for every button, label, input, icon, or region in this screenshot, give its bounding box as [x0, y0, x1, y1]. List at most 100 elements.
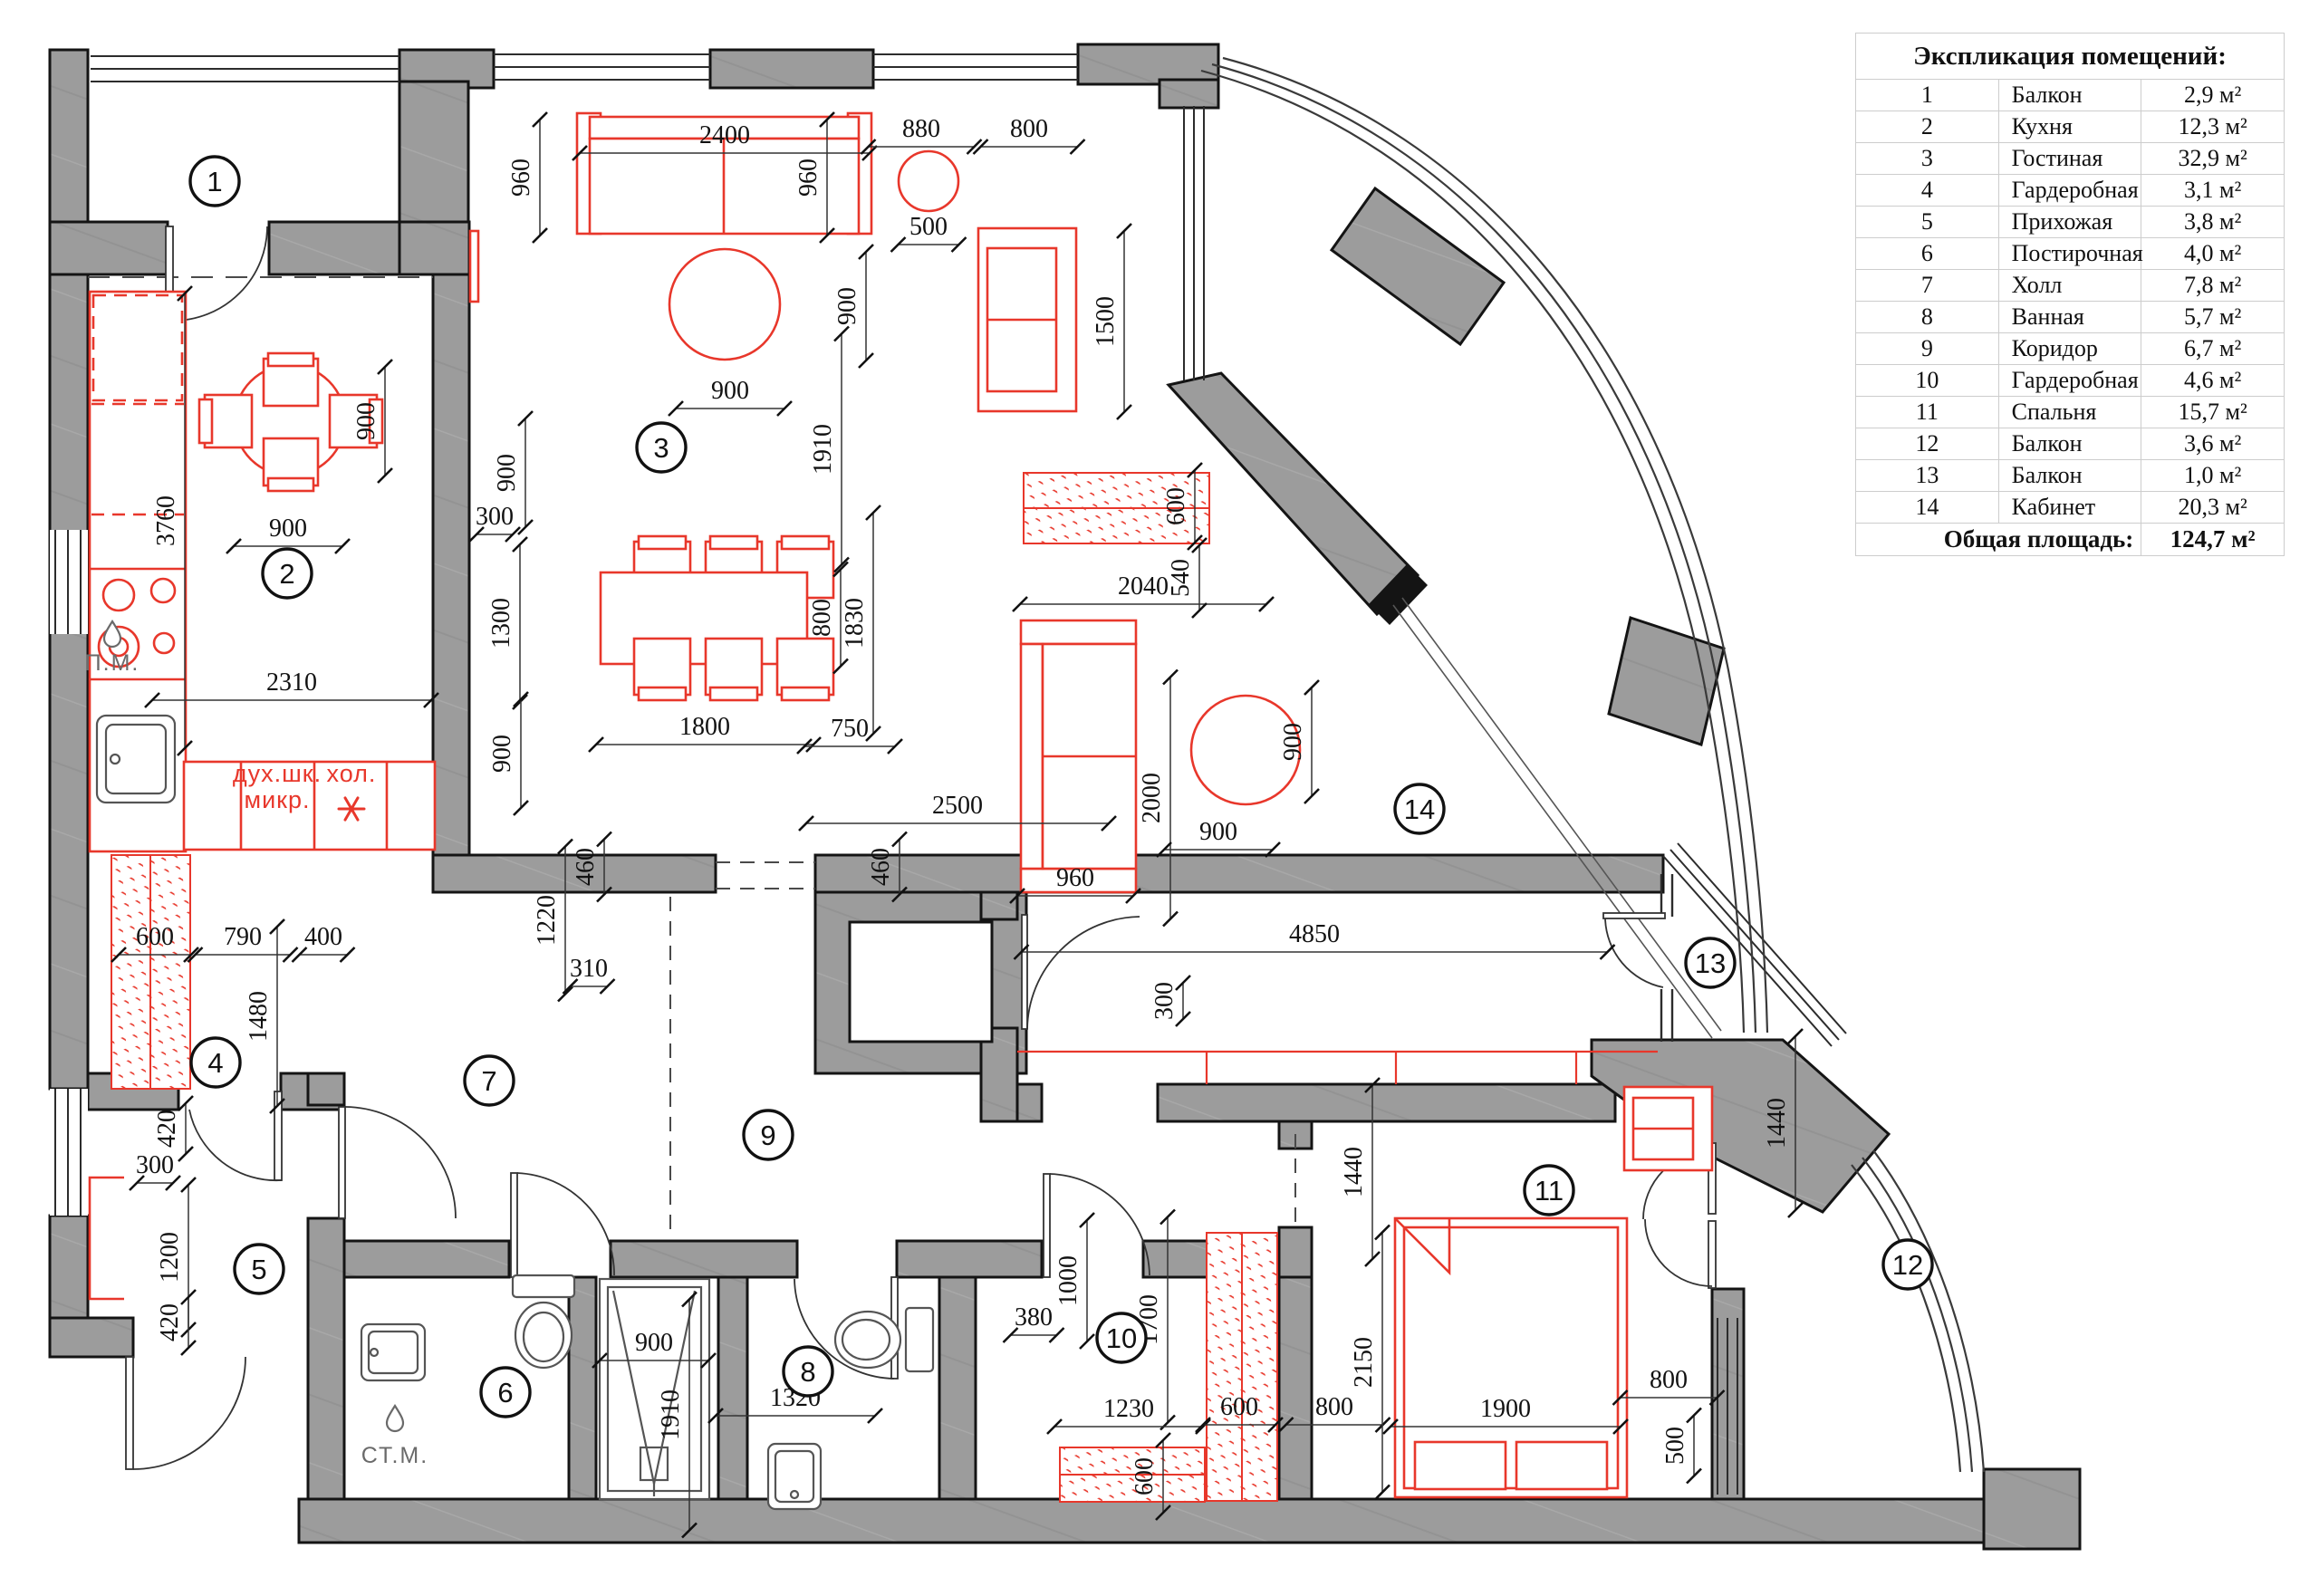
- dim-tick: [1079, 1212, 1095, 1228]
- dimension: 1910: [809, 325, 850, 573]
- dimension-label: 600: [1162, 487, 1190, 525]
- dimension: 1000: [1054, 1212, 1095, 1350]
- plumbing-fixture: [841, 1318, 891, 1361]
- dimension: 1500: [1092, 223, 1132, 420]
- dim-tick: [517, 519, 534, 535]
- dim-tick: [1374, 1224, 1390, 1241]
- furniture: [91, 402, 184, 516]
- dimension: 1300: [487, 536, 528, 710]
- dimension-label: 400: [304, 923, 342, 951]
- annotation-label: хол.: [327, 760, 377, 787]
- furniture: [632, 637, 692, 697]
- dimension-label: 420: [153, 1110, 181, 1148]
- dim-tick: [177, 740, 193, 756]
- plumbing-fixture: [598, 1277, 711, 1501]
- plumbing-fixture: [904, 1306, 935, 1373]
- room-row-area: 4,0 м²: [2141, 237, 2285, 270]
- room-row-name: Балкон: [1997, 79, 2142, 111]
- door: [1026, 916, 1140, 1030]
- wall: [431, 853, 717, 894]
- annotation-label: микр.: [245, 786, 311, 813]
- plumbing-fixture: [774, 1449, 815, 1504]
- furniture: [101, 578, 136, 612]
- dim-tick: [950, 236, 967, 253]
- dimension-label: 1300: [487, 598, 515, 649]
- wall: [297, 1497, 2013, 1544]
- furniture: [266, 351, 315, 368]
- dimension-label: 800: [1650, 1366, 1688, 1394]
- room-marker-circle: [233, 1243, 285, 1295]
- plumbing-fixture: [360, 1322, 427, 1382]
- dimension-label: 600: [136, 923, 174, 951]
- plumbing-fixture: [511, 1274, 576, 1299]
- room-row-number: 10: [1855, 364, 1999, 397]
- dimension-label: 300: [476, 503, 514, 531]
- room-row-area: 5,7 м²: [2141, 301, 2285, 333]
- dimension: 600: [1131, 1432, 1171, 1521]
- dim-tick: [1191, 602, 1208, 619]
- room-row-name: Кабинет: [1997, 491, 2142, 524]
- dimension: 460: [867, 831, 908, 903]
- curved-facade-glazing: [1872, 1149, 1986, 1473]
- room-marker-circle: [188, 155, 241, 207]
- dim-tick: [1155, 1432, 1171, 1448]
- dimension-label: 900: [1199, 818, 1237, 846]
- dim-tick: [572, 145, 588, 161]
- dim-tick: [1612, 1418, 1629, 1435]
- dimension-label: 880: [902, 115, 940, 143]
- wardrobe-hatch: [111, 472, 1278, 1503]
- dim-tick: [1187, 462, 1203, 478]
- dimension-label: 900: [352, 402, 380, 440]
- wall: [48, 220, 169, 276]
- dimension-label: 900: [493, 454, 521, 492]
- dim-tick: [1116, 404, 1132, 420]
- room-row-name: Кухня: [1997, 111, 2142, 143]
- dashed-line: [716, 861, 815, 889]
- dim-tick: [1708, 1389, 1726, 1406]
- dimension-label: 1500: [1092, 296, 1120, 347]
- dimension-label: 1000: [1054, 1255, 1083, 1306]
- room-row-area: 3,6 м²: [2141, 428, 2285, 460]
- room-row-area: 7,8 м²: [2141, 269, 2285, 302]
- room-row-area: 32,9 м²: [2141, 142, 2285, 175]
- dimension-label: 300: [1150, 982, 1179, 1020]
- dimension-label: 460: [867, 848, 895, 886]
- dim-tick: [707, 1408, 724, 1424]
- dimension: 900: [493, 410, 534, 535]
- dimension: 1230: [1046, 1395, 1211, 1435]
- dim-tick: [334, 538, 351, 554]
- plumbing-fixture: [367, 1330, 419, 1375]
- curved-facade-glazing: [1862, 1157, 1974, 1473]
- dimension: 300: [129, 1151, 181, 1191]
- dimension: 420: [153, 1095, 194, 1162]
- room-row-name: Постирочная: [1997, 237, 2143, 270]
- door: [1604, 918, 1664, 988]
- room-row-name: Гардеробная: [1997, 364, 2142, 397]
- dim-tick: [468, 526, 485, 543]
- room-marker-circle: [635, 421, 688, 474]
- dim-tick: [867, 1408, 883, 1424]
- dim-tick: [505, 526, 521, 543]
- dimension-label: 1230: [1103, 1395, 1154, 1423]
- dim-tick: [1191, 537, 1208, 553]
- annotation-label: дух.шк.: [233, 760, 322, 787]
- window-icon: [91, 55, 399, 82]
- dim-tick: [180, 1289, 197, 1305]
- dim-tick: [1125, 888, 1141, 904]
- wall: [267, 220, 405, 276]
- dim-tick: [865, 505, 881, 521]
- dimension: 460: [572, 831, 612, 903]
- dimension-label: 900: [488, 735, 516, 773]
- dim-tick: [187, 947, 204, 963]
- furniture: [780, 686, 831, 702]
- dimension-label: 1910: [809, 424, 837, 475]
- room-marker: 1: [188, 155, 241, 207]
- dimension: 1830: [841, 505, 881, 742]
- dim-tick: [513, 800, 529, 816]
- door: [338, 1106, 346, 1219]
- door: [794, 1278, 895, 1380]
